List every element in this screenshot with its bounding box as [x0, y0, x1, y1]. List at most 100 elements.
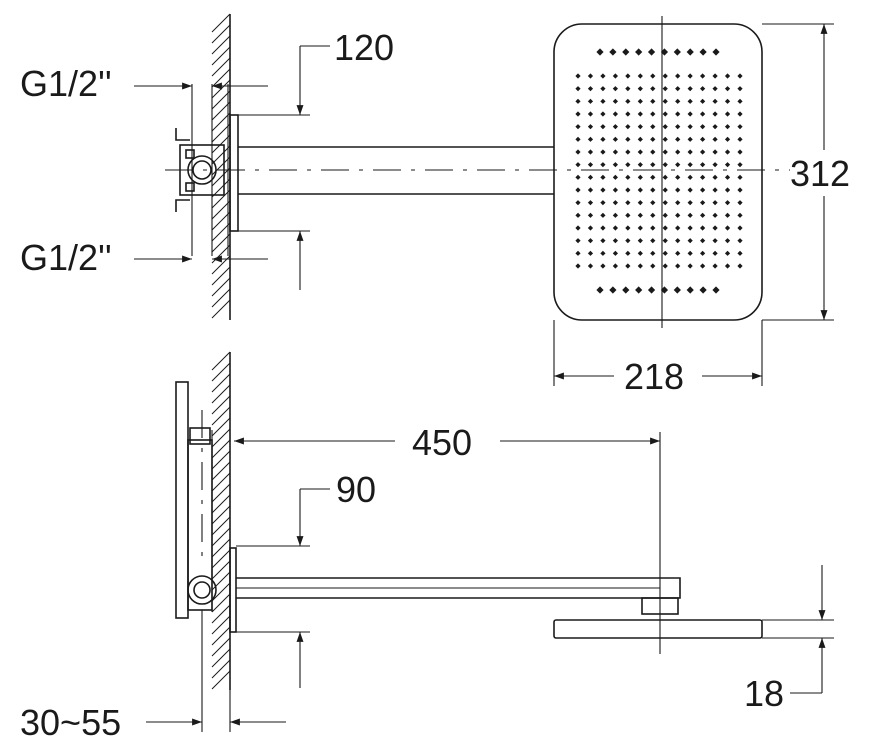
nozzle-dot	[637, 250, 643, 256]
wall-hatch-line	[211, 79, 231, 99]
nozzle-dot	[662, 174, 668, 180]
nozzle-dot	[737, 212, 743, 218]
nozzle-dot	[687, 162, 693, 168]
wall-hatch-line	[211, 13, 231, 33]
nozzle-dot	[587, 111, 594, 117]
nozzle-dot	[637, 212, 643, 218]
wall-hatch-line	[211, 494, 231, 514]
nozzle-dot	[712, 174, 718, 180]
nozzle-dot	[587, 73, 594, 79]
wall-hatch-line	[211, 571, 231, 591]
nozzle-dot	[737, 111, 743, 117]
nozzle-dot	[700, 263, 706, 269]
nozzle-dot	[687, 86, 693, 92]
nozzle-dot	[737, 200, 743, 206]
arm-drop-side-dimension: 90	[236, 469, 376, 688]
nozzle-dot	[700, 187, 706, 193]
wall-hatch-line	[211, 670, 231, 690]
side-view: 450 90 18 30~55	[20, 351, 834, 743]
nozzle-dot	[737, 238, 743, 244]
wall-hatch-line	[211, 35, 231, 55]
nozzle-dot	[675, 225, 681, 231]
nozzle-dot	[712, 73, 718, 79]
nozzle-dot	[637, 263, 643, 269]
wall-hatch-line	[211, 222, 231, 242]
wall-hatch-line	[211, 560, 231, 580]
nozzle-dot	[637, 187, 643, 193]
front-view: G1/2'' G1/2'' 120 312	[20, 13, 850, 397]
head-width-label: 218	[624, 356, 684, 397]
nozzle-dot	[712, 225, 718, 231]
head-width-dimension: 218	[553, 320, 763, 397]
nozzle-dot	[675, 200, 681, 206]
nozzle-dot	[587, 200, 594, 206]
nozzle-dot	[609, 48, 617, 56]
nozzle-dot	[699, 286, 707, 294]
nozzle-dot	[625, 238, 631, 244]
nozzle-dot	[625, 212, 631, 218]
rain-shower-head-front	[553, 16, 763, 328]
nozzle-dot	[675, 73, 681, 79]
nozzle-dot	[700, 250, 706, 256]
nozzle-dot	[650, 187, 656, 193]
nozzle-dot	[587, 124, 594, 130]
wall-hatch-line	[211, 46, 231, 66]
cover-plate-front	[229, 114, 239, 232]
nozzle-dot	[575, 111, 581, 117]
rain-shower-head-side	[553, 619, 763, 639]
wall-hatch-line	[211, 626, 231, 646]
nozzle-dot	[622, 48, 630, 56]
nozzle-dot	[612, 73, 618, 79]
inlet-top-dimension: G1/2''	[20, 63, 268, 104]
nozzle-dot	[637, 136, 643, 142]
nozzle-dot	[637, 111, 643, 117]
nozzle-dot	[612, 86, 618, 92]
nozzle-dot	[700, 200, 706, 206]
nozzle-dot	[675, 250, 681, 256]
nozzle-dot	[662, 200, 668, 206]
nozzle-dot	[650, 174, 656, 180]
nozzle-dot	[712, 136, 718, 142]
wall-hatch-line	[211, 538, 231, 558]
wall-hatch-line	[211, 200, 231, 220]
nozzle-dot	[587, 86, 594, 92]
nozzle-dot	[724, 238, 731, 244]
nozzle-dot	[647, 286, 656, 294]
head-height-dimension: 312	[762, 23, 850, 321]
nozzle-dot	[724, 124, 731, 130]
nozzle-dot	[700, 86, 706, 92]
nozzle-dot	[650, 200, 656, 206]
nozzle-dot	[600, 238, 606, 244]
nozzle-dot	[675, 212, 681, 218]
nozzle-dot	[700, 149, 706, 155]
nozzle-dot	[687, 200, 693, 206]
nozzle-dot	[660, 286, 669, 294]
nozzle-dot	[600, 250, 606, 256]
nozzle-dot	[712, 250, 718, 256]
nozzle-dot	[662, 111, 668, 117]
nozzle-dot	[737, 98, 743, 104]
wall-hatch-line	[211, 24, 231, 44]
wall-hatch-line	[211, 101, 231, 121]
nozzle-dot	[575, 149, 581, 155]
nozzle-dot	[712, 98, 718, 104]
nozzle-dot	[575, 86, 581, 92]
wall-hatch-line	[211, 461, 231, 481]
nozzle-dot	[700, 98, 706, 104]
nozzle-dot	[650, 238, 656, 244]
nozzle-dot	[609, 286, 617, 294]
nozzle-dot	[625, 124, 631, 130]
nozzle-dot	[575, 73, 581, 79]
nozzle-dot	[625, 111, 631, 117]
nozzle-dot	[625, 174, 631, 180]
nozzle-dot	[612, 212, 618, 218]
shower-arm-front	[165, 146, 790, 195]
nozzle-dot	[687, 111, 693, 117]
nozzle-dot	[724, 136, 731, 142]
arm-drop-side-label: 90	[336, 469, 376, 510]
nozzle-dot	[662, 238, 668, 244]
nozzle-dot	[700, 124, 706, 130]
wall-hatch-line	[211, 167, 231, 187]
nozzle-dot	[637, 238, 643, 244]
wall-hatch-line	[211, 384, 231, 404]
